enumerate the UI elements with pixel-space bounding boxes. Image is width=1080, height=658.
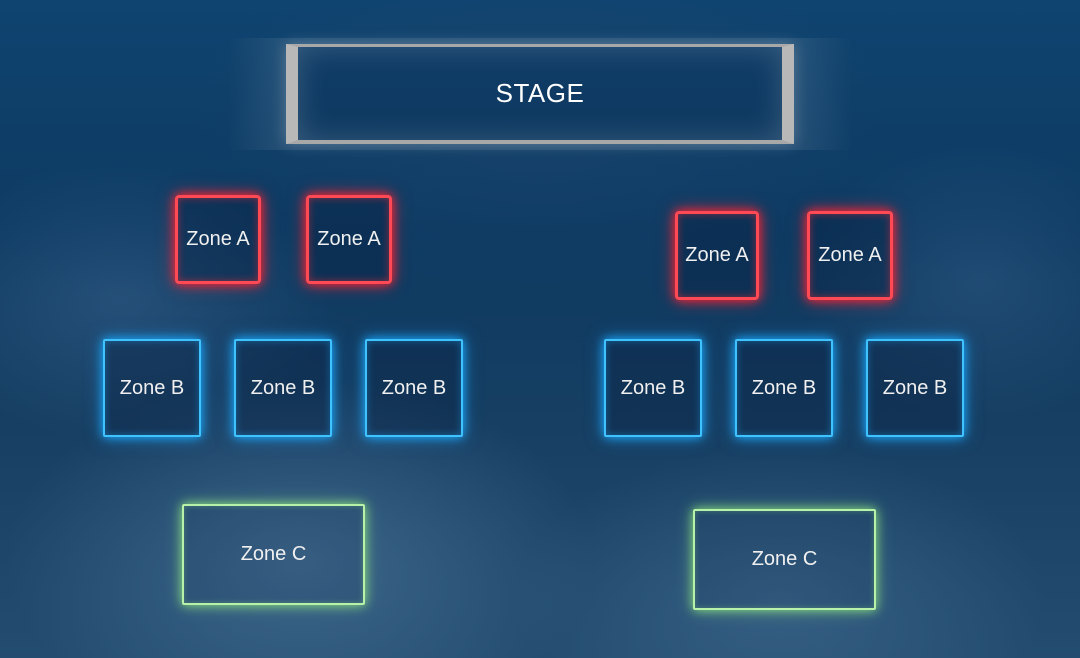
zone-label: Zone B	[620, 376, 686, 399]
zone-b-right-3[interactable]: Zone B	[866, 339, 964, 437]
zone-label: Zone B	[381, 376, 447, 399]
zone-b-left-2[interactable]: Zone B	[234, 339, 332, 437]
zone-label: Zone C	[240, 543, 307, 565]
zone-a-right-1[interactable]: Zone A	[675, 211, 759, 300]
zone-label: Zone B	[751, 376, 817, 399]
zone-c-right[interactable]: Zone C	[693, 509, 876, 610]
zone-a-right-2[interactable]: Zone A	[807, 211, 893, 300]
zone-b-left-3[interactable]: Zone B	[365, 339, 463, 437]
zone-label: Zone A	[685, 244, 749, 266]
zone-b-left-1[interactable]: Zone B	[103, 339, 201, 437]
stage-label: STAGE	[495, 78, 585, 108]
zone-a-left-1[interactable]: Zone A	[175, 195, 261, 284]
zone-a-left-2[interactable]: Zone A	[306, 195, 392, 284]
zone-label: Zone A	[317, 228, 381, 250]
zone-label: Zone B	[882, 376, 948, 399]
zone-label: Zone B	[119, 376, 185, 399]
zone-label: Zone A	[186, 228, 250, 250]
zone-label: Zone A	[818, 244, 882, 266]
zone-c-left[interactable]: Zone C	[182, 504, 365, 605]
stage: STAGE	[286, 44, 794, 144]
zone-b-right-1[interactable]: Zone B	[604, 339, 702, 437]
zone-label: Zone B	[250, 376, 316, 399]
zone-b-right-2[interactable]: Zone B	[735, 339, 833, 437]
zone-label: Zone C	[751, 548, 818, 570]
